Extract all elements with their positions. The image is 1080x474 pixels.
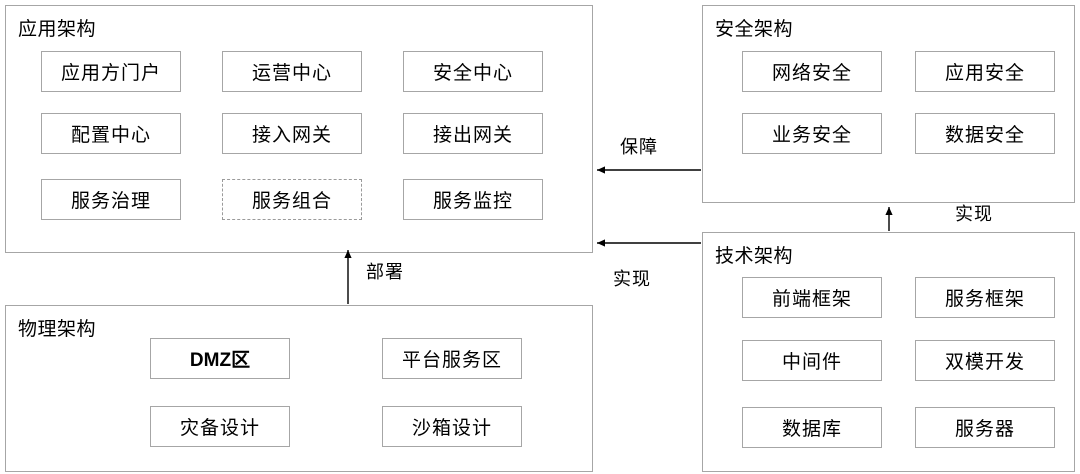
edge-label-implement-security: 实现 [955,204,993,224]
edge-label-guarantee: 保障 [620,137,658,157]
node-platform-service-zone[interactable]: 平台服务区 [382,338,522,379]
node-service-composition[interactable]: 服务组合 [222,179,362,220]
node-business-security[interactable]: 业务安全 [742,113,882,154]
node-security-center[interactable]: 安全中心 [403,51,543,92]
group-security-architecture: 安全架构 [702,5,1075,203]
group-title-security: 安全架构 [715,19,794,40]
node-outbound-gateway[interactable]: 接出网关 [403,113,543,154]
node-application-portal[interactable]: 应用方门户 [41,51,181,92]
node-config-center[interactable]: 配置中心 [41,113,181,154]
node-disaster-recovery-design[interactable]: 灾备设计 [150,406,290,447]
node-frontend-framework[interactable]: 前端框架 [742,277,882,318]
node-service-governance[interactable]: 服务治理 [41,179,181,220]
node-service-framework[interactable]: 服务框架 [915,277,1055,318]
node-network-security[interactable]: 网络安全 [742,51,882,92]
node-operation-center[interactable]: 运营中心 [222,51,362,92]
node-service-monitoring[interactable]: 服务监控 [403,179,543,220]
group-title-technical: 技术架构 [715,246,794,267]
group-title-physical: 物理架构 [18,319,97,340]
node-server[interactable]: 服务器 [915,407,1055,448]
node-database[interactable]: 数据库 [742,407,882,448]
node-data-security[interactable]: 数据安全 [915,113,1055,154]
group-title-application: 应用架构 [18,19,97,40]
node-dual-mode-development[interactable]: 双模开发 [915,340,1055,381]
node-sandbox-design[interactable]: 沙箱设计 [382,406,522,447]
edge-label-deploy: 部署 [366,262,404,282]
node-middleware[interactable]: 中间件 [742,340,882,381]
node-inbound-gateway[interactable]: 接入网关 [222,113,362,154]
edge-label-implement-application: 实现 [613,269,651,289]
node-application-security[interactable]: 应用安全 [915,51,1055,92]
node-dmz-zone[interactable]: DMZ区 [150,338,290,379]
